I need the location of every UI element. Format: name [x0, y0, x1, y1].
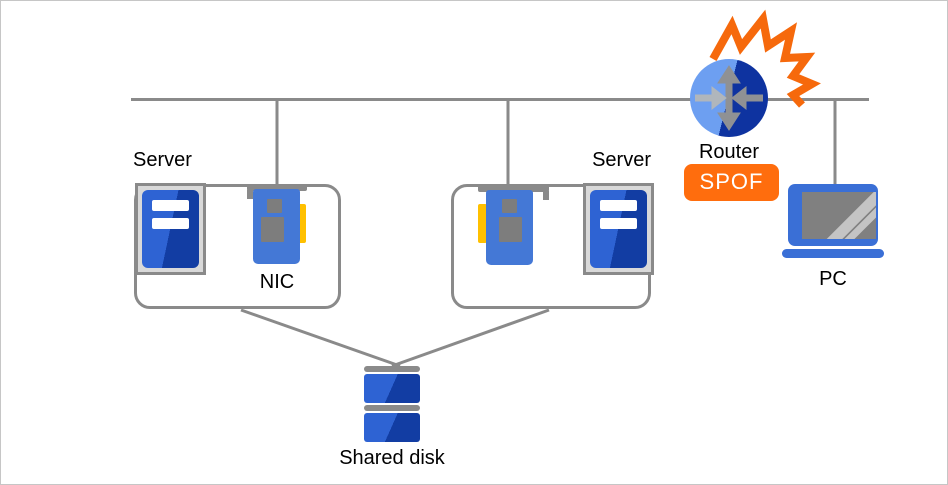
laptop-screen — [802, 192, 876, 239]
nic-bracket-stub — [543, 191, 549, 200]
shared-disk-label: Shared disk — [339, 447, 445, 469]
laptop-frame — [788, 184, 878, 246]
nic-bracket-stub — [247, 190, 253, 199]
server-slot — [152, 200, 189, 211]
nic-bracket — [478, 185, 549, 192]
nic-connector — [478, 204, 487, 243]
server-icon-right — [583, 183, 654, 275]
spof-badge: SPOF — [684, 164, 779, 201]
server-left-label: Server — [133, 149, 192, 171]
nic-chip-small — [267, 199, 282, 213]
router-label: Router — [698, 141, 760, 163]
disk-cap — [364, 366, 420, 372]
server-slot — [600, 200, 637, 211]
nic-chip-large — [261, 217, 284, 242]
router-arrow-left — [731, 85, 747, 111]
nic-chip-small — [502, 199, 517, 213]
server-icon-left — [135, 183, 206, 275]
router-arrow-up — [717, 65, 741, 84]
explosion-icon — [709, 9, 821, 108]
server-tower — [590, 190, 647, 268]
nic-chip-large — [499, 217, 522, 242]
disk-link-right — [391, 308, 550, 368]
nic-bracket — [247, 184, 307, 191]
nic-icon-right — [478, 185, 549, 290]
disk-cap — [364, 405, 420, 411]
disk-body — [364, 413, 420, 442]
server-tower — [142, 190, 199, 268]
laptop-base — [782, 249, 884, 258]
disk-body — [364, 374, 420, 403]
server-slot — [600, 218, 637, 229]
nic-icon-left — [247, 184, 307, 289]
server-slot — [152, 218, 189, 229]
router-arrow-right — [711, 85, 727, 111]
router-icon — [690, 59, 768, 137]
nic-label: NIC — [259, 271, 295, 293]
nic-card — [253, 189, 300, 264]
nic-card — [486, 190, 533, 265]
router-arrows — [695, 65, 763, 131]
disk-link-left — [240, 308, 401, 368]
server-right-label: Server — [592, 149, 651, 171]
pc-label: PC — [819, 268, 847, 290]
nic-connector — [297, 204, 306, 243]
router-arrow-down — [717, 112, 741, 131]
shared-disk-icon — [364, 366, 420, 442]
pc-icon — [782, 184, 884, 258]
